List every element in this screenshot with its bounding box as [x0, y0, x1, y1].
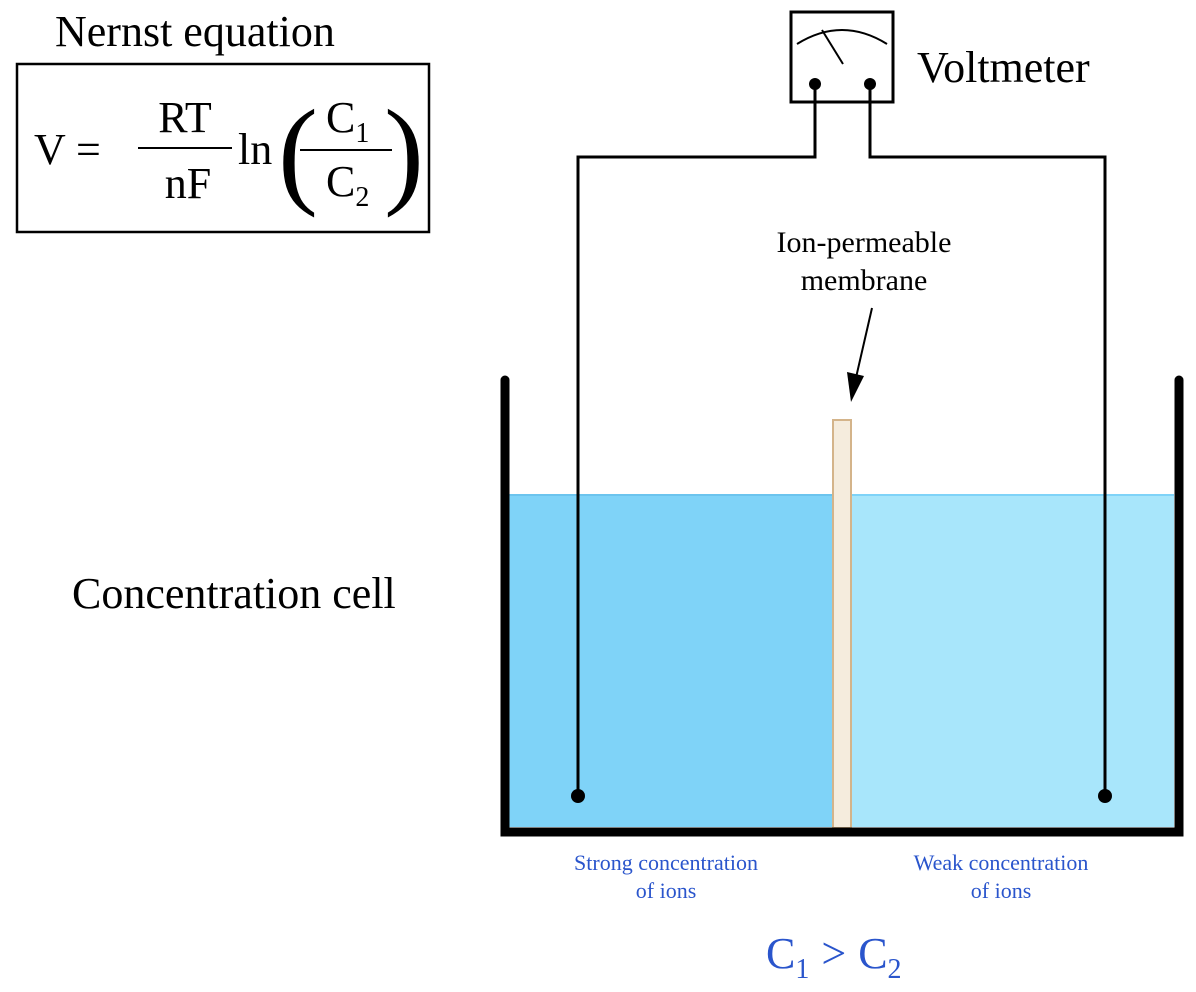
strong-fluid: [508, 494, 832, 827]
membrane: [832, 419, 852, 829]
strong-label-line1: Strong concentration: [574, 850, 758, 875]
left-paren: (: [278, 85, 318, 218]
equation-ln: ln: [238, 125, 272, 174]
voltmeter-body: [789, 10, 895, 104]
equation-denominator: nF: [165, 159, 211, 208]
wire-right: [868, 84, 1107, 796]
inner-numerator: C1: [326, 93, 369, 149]
weak-fluid: [852, 494, 1174, 827]
membrane-label-line2: membrane: [801, 264, 928, 297]
electrode-left: [571, 789, 585, 803]
voltmeter-needle: [821, 29, 844, 65]
container: [500, 375, 1184, 837]
voltmeter-scale: [796, 29, 888, 45]
equation-numerator: RT: [158, 93, 212, 142]
inner-denominator: C2: [326, 157, 369, 213]
strong-label-line2: of ions: [636, 878, 697, 903]
cell-title: Concentration cell: [72, 569, 396, 618]
membrane-arrow-shaft: [854, 307, 873, 383]
voltmeter-label: Voltmeter: [917, 43, 1090, 92]
wire-left: [576, 84, 817, 796]
electrode-right: [1098, 789, 1112, 803]
weak-label-line2: of ions: [971, 878, 1032, 903]
right-paren: ): [384, 85, 424, 218]
weak-label-line1: Weak concentration: [914, 850, 1089, 875]
equation-lhs: V =: [34, 125, 101, 174]
concentration-comparison: C1>C2: [766, 929, 902, 985]
equation-title: Nernst equation: [55, 7, 335, 56]
equation-box: [15, 62, 431, 234]
membrane-arrow-head: [847, 372, 864, 402]
membrane-label-line1: Ion-permeable: [777, 226, 952, 259]
